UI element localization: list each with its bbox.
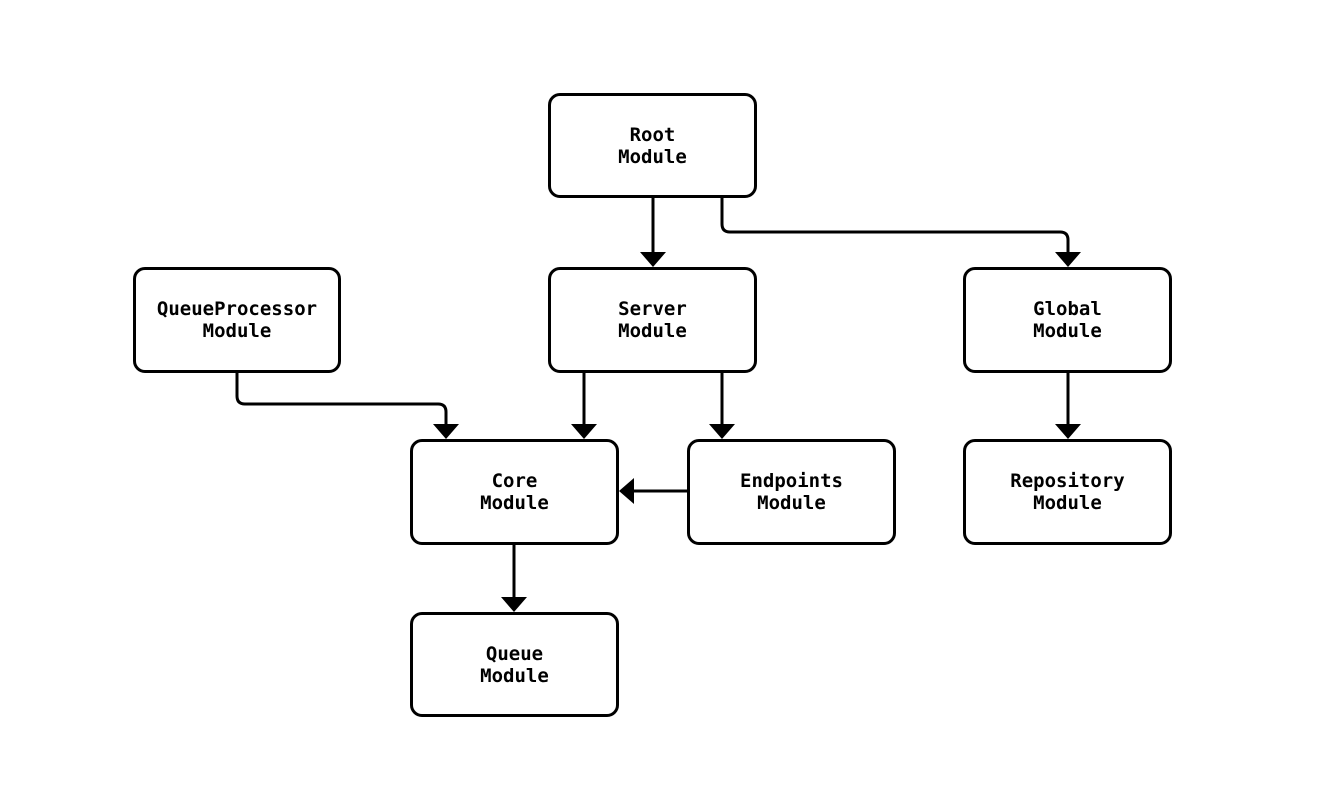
node-root-module: Root Module: [548, 93, 757, 198]
edge-queueprocessor-to-core: [235, 373, 459, 439]
node-queueprocessor-module-label: QueueProcessor Module: [156, 298, 318, 342]
edge-root-to-server: [640, 198, 666, 267]
node-global-module-label: Global Module: [1033, 298, 1102, 342]
edge-global-to-repository: [1055, 373, 1081, 439]
edge-server-to-endpoints: [709, 373, 735, 439]
node-endpoints-module: Endpoints Module: [687, 439, 896, 545]
edge-root-to-global: [720, 198, 1081, 267]
node-queue-module: Queue Module: [410, 612, 619, 717]
edge-endpoints-to-core: [619, 478, 687, 504]
node-root-module-label: Root Module: [618, 123, 687, 168]
node-server-module-label: Server Module: [618, 298, 687, 342]
node-global-module: Global Module: [963, 267, 1172, 373]
node-repository-module-label: Repository Module: [1010, 470, 1125, 514]
node-queueprocessor-module: QueueProcessor Module: [133, 267, 341, 373]
edge-core-to-queue: [501, 545, 527, 612]
node-repository-module: Repository Module: [963, 439, 1172, 545]
edge-server-to-core: [571, 373, 597, 439]
node-endpoints-module-label: Endpoints Module: [740, 470, 843, 514]
node-core-module: Core Module: [410, 439, 619, 545]
node-queue-module-label: Queue Module: [480, 642, 549, 687]
node-server-module: Server Module: [548, 267, 757, 373]
node-core-module-label: Core Module: [480, 470, 549, 514]
